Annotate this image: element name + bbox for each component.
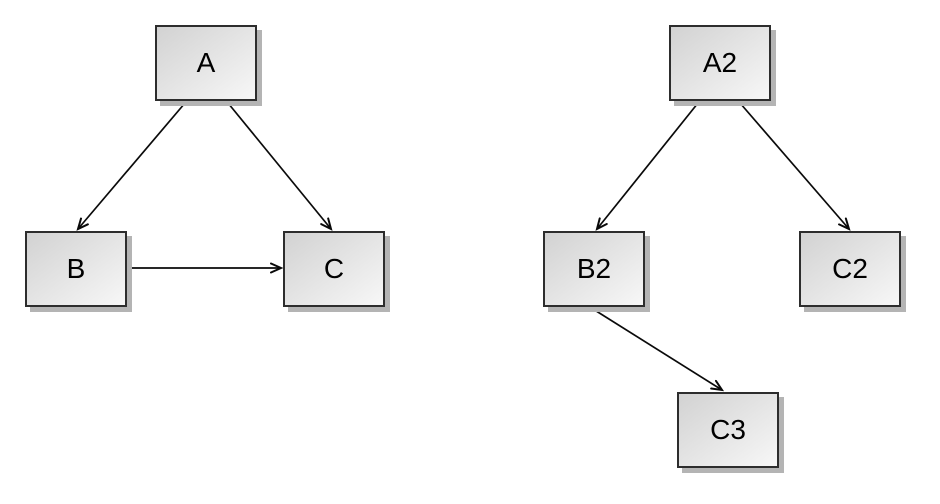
node-A[interactable]: A (155, 25, 257, 101)
node-label-B2: B2 (576, 253, 612, 284)
node-label-C3: C3 (710, 414, 746, 445)
node-C3[interactable]: C3 (677, 392, 779, 468)
node-label-A: A (196, 47, 216, 78)
edge-A2-C2 (739, 102, 851, 231)
node-label-C: C (323, 253, 345, 284)
edge-A2-B2 (595, 102, 699, 231)
edge-A-B (76, 102, 186, 231)
node-C2[interactable]: C2 (799, 231, 901, 307)
node-C[interactable]: C (283, 231, 385, 307)
edge-B2-C3 (592, 308, 725, 392)
node-A2[interactable]: A2 (669, 25, 771, 101)
edge-A-C (227, 102, 333, 231)
node-B2[interactable]: B2 (543, 231, 645, 307)
node-label-B: B (66, 253, 86, 284)
node-label-A2: A2 (702, 47, 738, 78)
node-label-C2: C2 (832, 253, 868, 284)
node-B[interactable]: B (25, 231, 127, 307)
